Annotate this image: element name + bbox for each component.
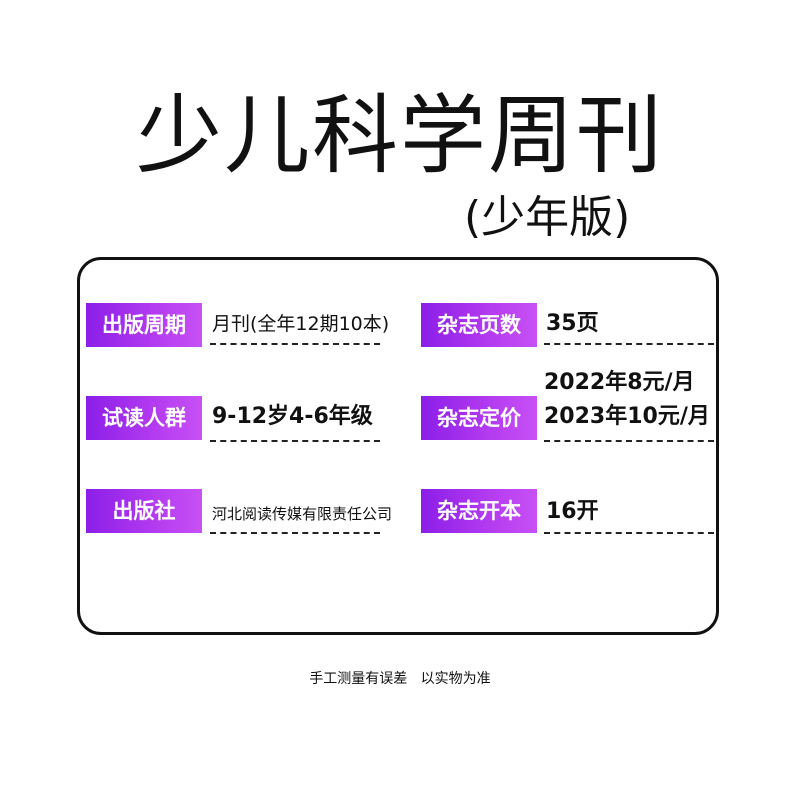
value-format: 16开 xyxy=(546,499,599,524)
value-publish-cycle: 月刊(全年12期10本) xyxy=(212,313,390,335)
product-subtitle: (少年版) xyxy=(464,192,631,243)
dashed-underline xyxy=(544,343,714,345)
value-target-readers: 9-12岁4-6年级 xyxy=(212,404,373,429)
label-price: 杂志定价 xyxy=(421,396,537,440)
label-publisher: 出版社 xyxy=(86,489,202,533)
dashed-underline xyxy=(544,532,714,534)
label-target-readers: 试读人群 xyxy=(86,396,202,440)
value-page-count: 35页 xyxy=(546,311,599,336)
info-card xyxy=(77,257,719,635)
dashed-underline xyxy=(544,440,714,442)
dashed-underline xyxy=(210,440,380,442)
measurement-footnote: 手工测量有误差 以实物为准 xyxy=(309,671,491,687)
label-format: 杂志开本 xyxy=(421,489,537,533)
label-page-count: 杂志页数 xyxy=(421,303,537,347)
dashed-underline xyxy=(210,532,380,534)
dashed-underline xyxy=(210,343,380,345)
value-price-2023: 2023年10元/月 xyxy=(544,404,710,429)
product-title: 少儿科学周刊 xyxy=(136,86,664,186)
label-publish-cycle: 出版周期 xyxy=(86,303,202,347)
value-publisher: 河北阅读传媒有限责任公司 xyxy=(212,505,393,523)
value-price-2022: 2022年8元/月 xyxy=(544,370,695,395)
